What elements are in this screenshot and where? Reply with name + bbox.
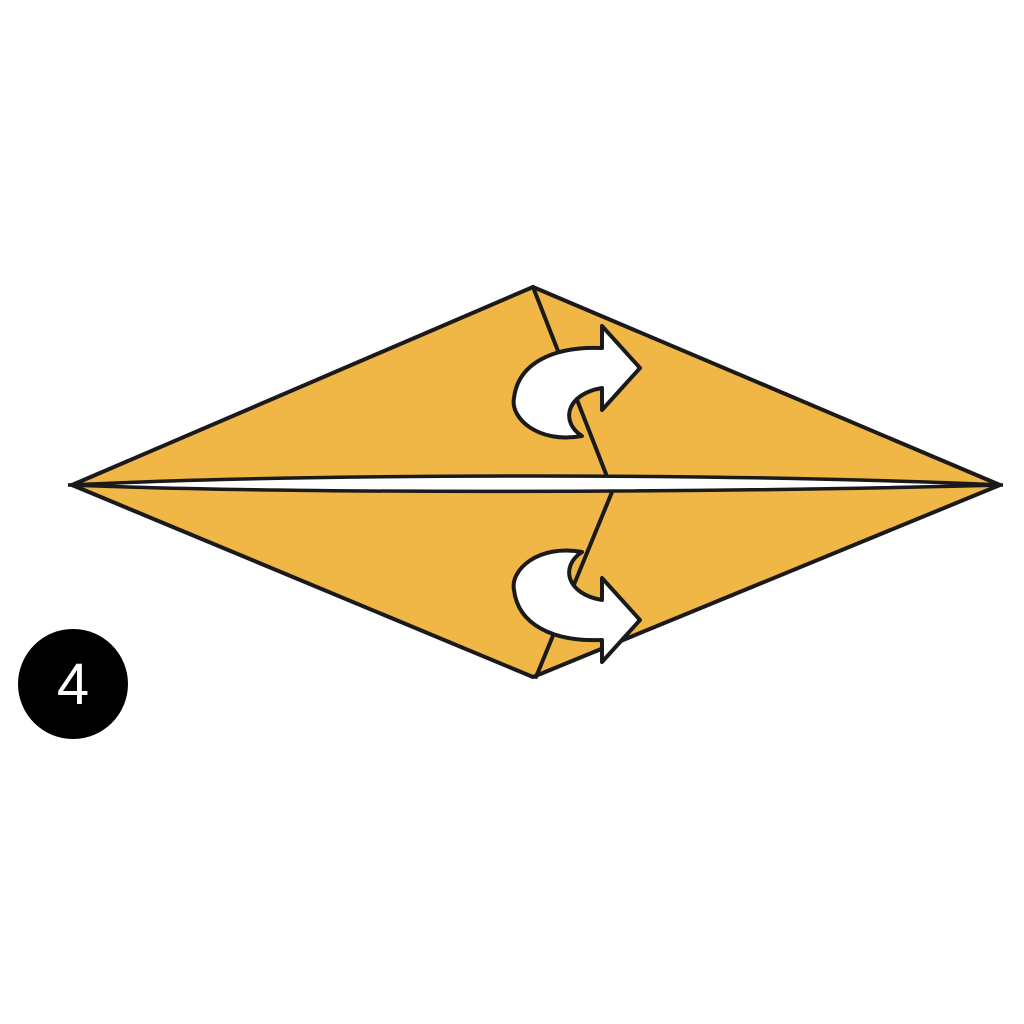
step-number-badge: 4 — [18, 629, 128, 739]
paper-diamond — [67, 285, 1004, 679]
step-number: 4 — [56, 652, 90, 717]
center-slit — [67, 474, 1004, 494]
